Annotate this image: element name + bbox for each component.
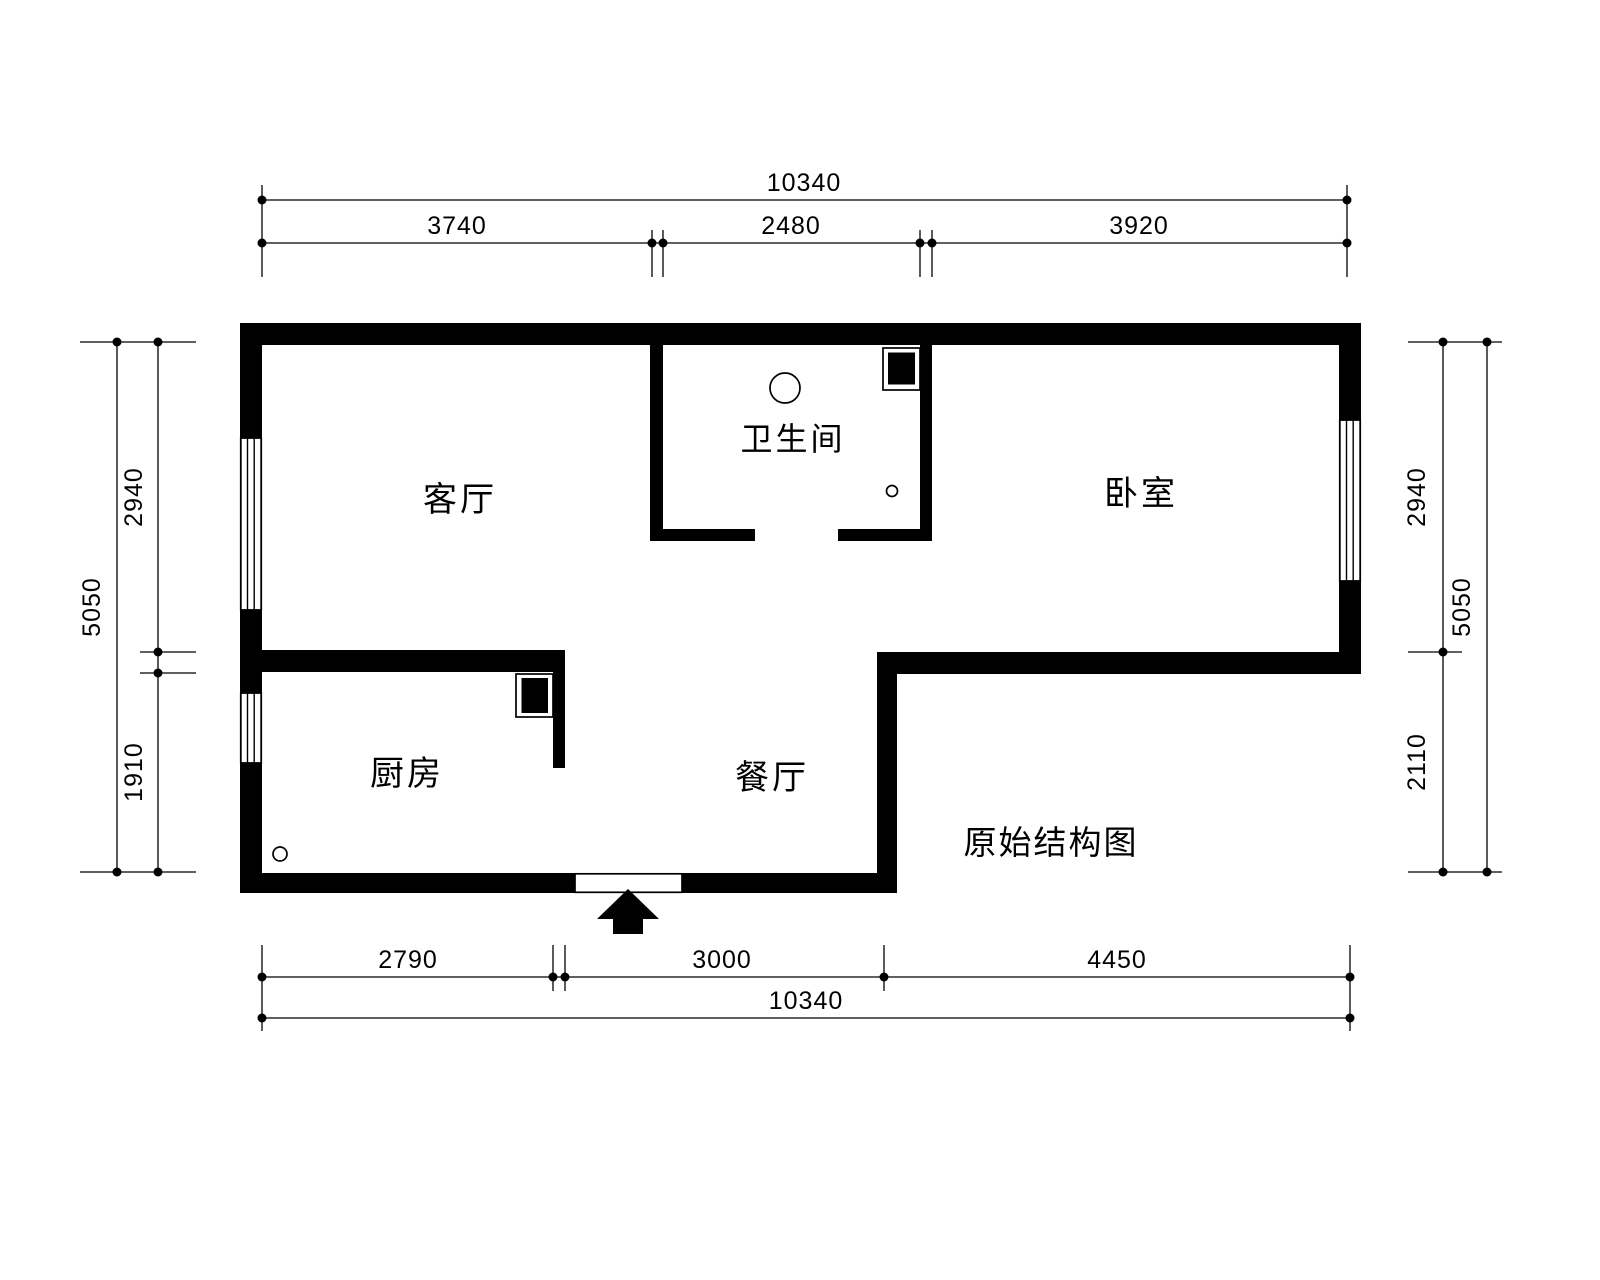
dim-bottom-dots [257,972,1355,1023]
wall-kitchen-top [262,650,565,672]
dim-right-total: 5050 [1448,577,1476,637]
wall-bottom-left-of-door [240,873,575,893]
dimensions-bottom: 2790 3000 4450 10340 [257,945,1355,1031]
window-living-left [239,437,263,611]
dim-top-seg-2: 2480 [761,212,821,240]
room-label-bathroom: 卫生间 [740,421,845,457]
dim-bottom-seg-2: 3000 [692,946,752,974]
dimensions-top: 10340 3740 2480 3920 [257,169,1352,277]
dim-top-dots [257,195,1352,248]
wall-bathroom-bottom-right [838,529,932,541]
room-label-bedroom: 卧室 [1104,475,1178,513]
dim-bottom-seg-1: 2790 [378,946,438,974]
wall-right-upper [1339,323,1361,420]
bathroom-drain-icon [885,484,899,498]
dimensions-left: 5050 2940 1910 [78,337,196,877]
exterior-walls [240,323,1361,893]
wall-kitchen-side [553,672,565,768]
kitchen-drain-icon [272,846,288,862]
wall-dining-step [877,652,897,893]
dim-top-total: 10340 [767,169,842,197]
room-labels: 客厅 卫生间 卧室 厨房 餐厅 原始结构图 [370,421,1178,861]
dimensions-right: 2940 2110 5050 [1403,337,1502,877]
dim-right-dots [1438,337,1492,877]
dim-left-extension-lines [80,341,196,873]
room-label-living: 客厅 [423,481,497,519]
wall-bathroom-right [920,345,932,541]
room-label-kitchen: 厨房 [370,755,444,793]
wall-bedroom-bottom [877,652,1361,674]
wall-left-upper [240,323,262,438]
dim-right-seg-2: 2110 [1403,733,1431,791]
wall-left-middle [240,610,262,693]
dim-bottom-total: 10340 [769,987,844,1015]
dim-left-seg-1: 2940 [120,467,148,527]
windows [239,419,1362,764]
wall-bathroom-bottom-left [650,529,755,541]
entrance-arrow-icon [597,889,659,934]
dim-right-seg-1: 2940 [1403,467,1431,527]
wall-top [240,323,1361,345]
entrance [574,872,683,934]
dim-left-seg-2: 1910 [120,742,148,802]
wall-right-lower [1339,581,1361,674]
dim-top-seg-1: 3740 [427,212,487,240]
wall-bathroom-left [650,345,663,541]
room-label-dining: 餐厅 [735,759,809,797]
window-kitchen-left [239,692,263,764]
kitchen-flue [515,673,554,718]
dim-bottom-seg-3: 4450 [1087,946,1147,974]
bathroom-lamp-icon [769,372,801,404]
bathroom-flue [882,347,921,391]
dim-left-dots [112,337,163,877]
fixtures [272,347,921,862]
dim-left-total: 5050 [78,577,106,637]
plan-title: 原始结构图 [964,824,1139,861]
wall-bottom-right-of-door [682,873,897,893]
dim-top-seg-3: 3920 [1109,212,1169,240]
window-bedroom-right [1338,419,1362,582]
interior-walls [262,345,932,768]
wall-left-lower [240,763,262,893]
